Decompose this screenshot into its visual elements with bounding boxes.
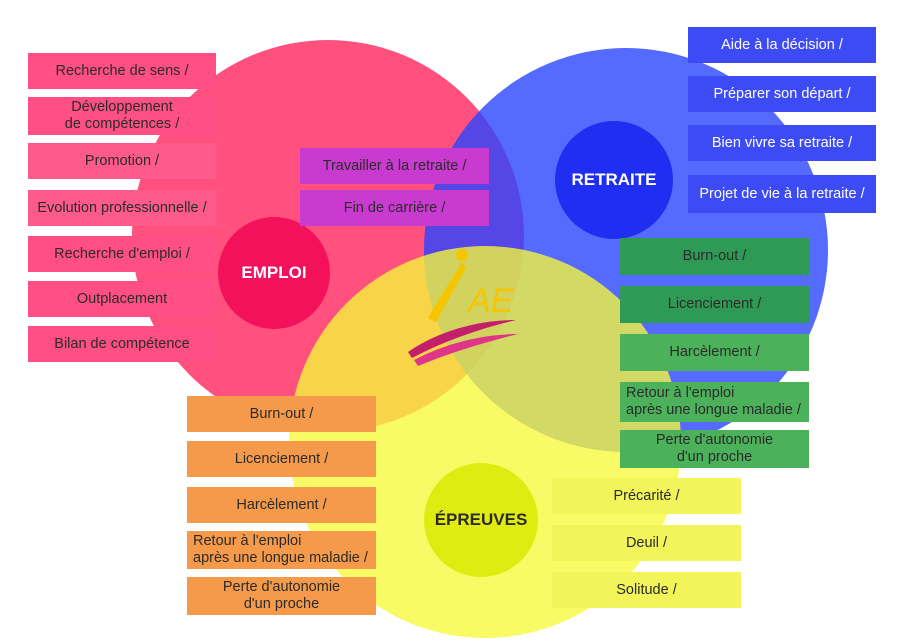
epreuves-hub-label: ÉPREUVES — [434, 510, 528, 529]
logo-text: AE — [466, 282, 514, 320]
retraite-epreuves-item: Harcèlement / — [620, 334, 809, 371]
retraite-epreuves-item: Burn-out / — [620, 238, 809, 275]
emploi-hub-label: EMPLOI — [241, 263, 307, 282]
emploi-retraite-item: Travailler à la retraite / — [300, 148, 489, 184]
retraite-hub-label: RETRAITE — [571, 170, 657, 189]
emploi-item: Promotion / — [28, 143, 216, 179]
epreuves-item: Deuil / — [552, 525, 741, 561]
emploi-epreuves-item: Retour à l'emploi après une longue malad… — [187, 531, 376, 569]
logo-dot — [456, 249, 468, 261]
emploi-item: Outplacement — [28, 281, 216, 317]
logo-swoosh-1 — [408, 320, 516, 358]
emploi-item: Recherche d'emploi / — [28, 236, 216, 272]
aiae-logo: AE — [408, 249, 518, 366]
retraite-epreuves-item: Retour à l'emploi après une longue malad… — [620, 382, 809, 422]
logo-yellow-stroke — [428, 262, 466, 322]
retraite-epreuves-item: Licenciement / — [620, 286, 809, 323]
emploi-item: Développement de compétences / — [28, 97, 216, 135]
emploi-epreuves-item: Harcèlement / — [187, 487, 376, 523]
retraite-epreuves-item: Perte d'autonomie d'un proche — [620, 430, 809, 468]
emploi-item: Bilan de compétence — [28, 326, 216, 362]
logo-swoosh-2 — [414, 334, 518, 366]
emploi-epreuves-item: Licenciement / — [187, 441, 376, 477]
retraite-item: Bien vivre sa retraite / — [688, 125, 876, 161]
emploi-item: Recherche de sens / — [28, 53, 216, 89]
epreuves-item: Solitude / — [552, 572, 741, 608]
epreuves-hub: ÉPREUVES — [424, 463, 538, 577]
retraite-item: Préparer son départ / — [688, 76, 876, 112]
epreuves-item: Précarité / — [552, 478, 741, 514]
emploi-epreuves-item: Perte d'autonomie d'un proche — [187, 577, 376, 615]
retraite-item: Projet de vie à la retraite / — [688, 175, 876, 213]
emploi-retraite-item: Fin de carrière / — [300, 190, 489, 226]
retraite-item: Aide à la décision / — [688, 27, 876, 63]
emploi-hub: EMPLOI — [218, 217, 330, 329]
emploi-epreuves-item: Burn-out / — [187, 396, 376, 432]
retraite-hub: RETRAITE — [555, 121, 673, 239]
emploi-item: Evolution professionnelle / — [28, 190, 216, 226]
